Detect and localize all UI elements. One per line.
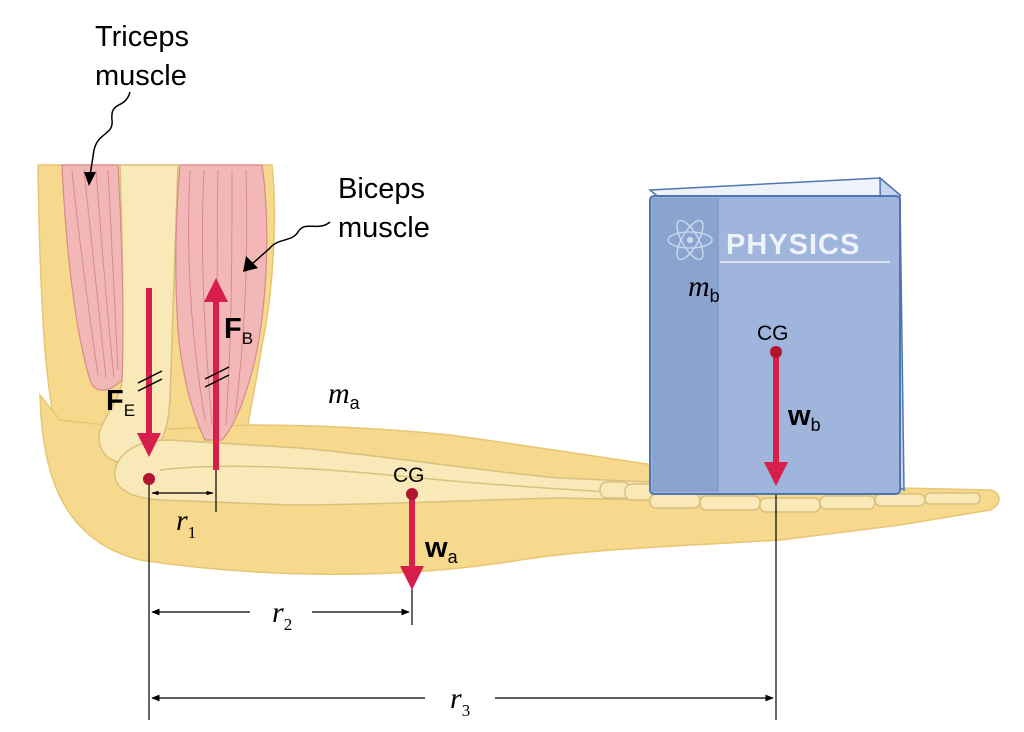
physics-book: PHYSICS: [648, 176, 905, 495]
force-elbow-subscript: E: [124, 401, 135, 420]
book-spine-band: [652, 198, 718, 492]
biceps-pointer-head: [243, 256, 258, 272]
book-cg-point: [770, 346, 782, 358]
mass-book-subscript: b: [710, 286, 720, 306]
r3-symbol: r: [450, 682, 462, 715]
biceps-muscle: [175, 164, 268, 441]
mass-arm-symbol: m: [328, 377, 350, 410]
force-biceps-label: FB: [224, 313, 253, 348]
triceps-pointer-head: [84, 172, 96, 186]
force-vectors: [137, 278, 788, 590]
arm-illustration: [37, 164, 1000, 575]
weight-book-subscript: b: [811, 415, 821, 435]
triceps-label-line2: muscle: [95, 60, 187, 92]
dimension-lines: [148, 470, 777, 720]
book-cg-label: CG: [757, 322, 789, 345]
r3-subscript: 3: [462, 701, 471, 720]
force-biceps-symbol: F: [224, 313, 242, 345]
triceps-striations: [71, 169, 119, 379]
biceps-label-line2: muscle: [338, 212, 430, 244]
weight-arm-symbol: w: [424, 532, 448, 564]
triceps-pointer: [89, 91, 131, 177]
mass-arm-subscript: a: [350, 393, 361, 413]
force-elbow-label: FE: [106, 385, 135, 420]
pivot-point: [143, 473, 155, 485]
r1-label: r1: [176, 504, 196, 542]
triceps-label-line1: Triceps: [95, 21, 189, 53]
arm-cg-label: CG: [393, 464, 425, 487]
r2-label: r2: [272, 596, 292, 634]
vector-break-marks: [137, 366, 230, 392]
radius-bone: [159, 465, 641, 495]
book-title: PHYSICS: [726, 229, 860, 261]
force-elbow-symbol: F: [106, 385, 124, 417]
r1-symbol: r: [176, 504, 188, 537]
r3-label: r3: [450, 682, 470, 720]
r2-subscript: 2: [284, 615, 293, 634]
arm-cg-point: [406, 488, 418, 500]
mass-arm-label: ma: [328, 377, 361, 413]
r1-subscript: 1: [188, 523, 197, 542]
mass-book-symbol: m: [688, 270, 710, 303]
force-biceps-subscript: B: [242, 329, 253, 348]
atom-logo-icon: [667, 219, 713, 261]
text-labels: Triceps muscle Biceps muscle FB FE ma CG…: [95, 21, 821, 720]
hand-bones: [599, 481, 981, 513]
biceps-label-line1: Biceps: [338, 173, 425, 205]
mass-book-label: mb: [688, 270, 720, 306]
biceps-pointer: [251, 221, 331, 265]
r2-symbol: r: [272, 596, 284, 629]
weight-book-label: wb: [787, 400, 821, 435]
weight-book-symbol: w: [787, 400, 811, 432]
callout-pointers: [89, 91, 331, 265]
weight-arm-subscript: a: [448, 547, 459, 567]
weight-arm-label: wa: [424, 532, 459, 567]
